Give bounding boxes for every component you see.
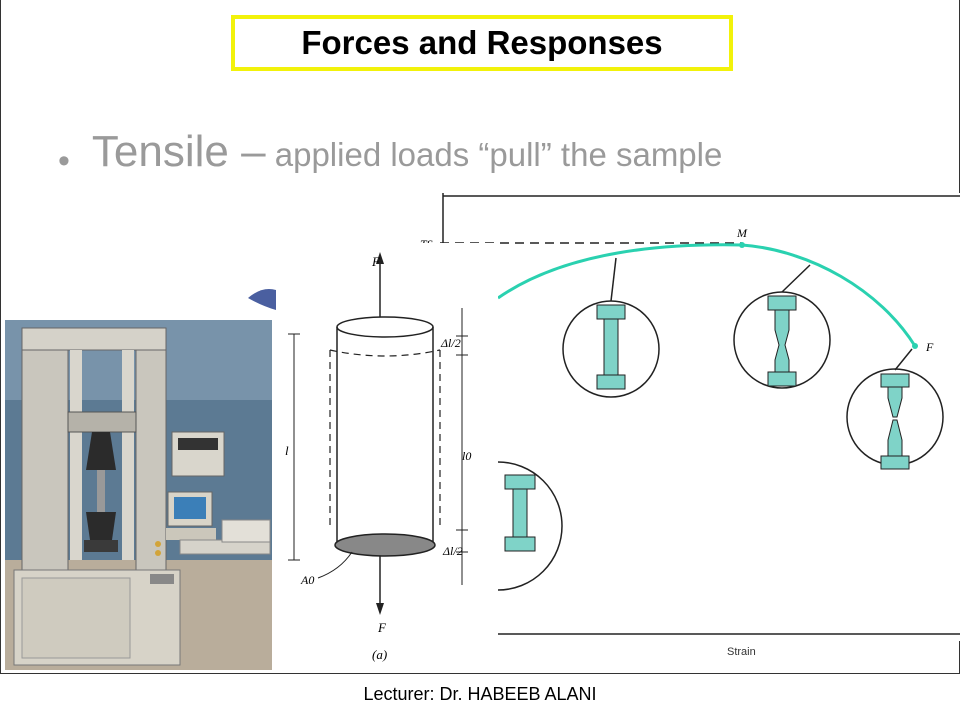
footer-lecturer: Lecturer: Dr. HABEEB ALANI (363, 684, 597, 704)
specimen-uniform (562, 257, 660, 398)
point-m-label: M (736, 226, 748, 240)
cylinder-figure: F F l Δl/2 l0 Δl/2 A0 (a) (248, 243, 498, 670)
cylinder-panel-bg (275, 243, 498, 670)
bullet-dot: • (58, 142, 70, 181)
bullet-term: Tensile – (91, 127, 266, 176)
delta-top-label: Δl/2 (440, 336, 461, 350)
area-label: A0 (300, 573, 314, 587)
point-f-marker (912, 343, 918, 349)
force-arrow-down-icon (376, 603, 384, 615)
length-label: l (285, 443, 289, 458)
force-arrow-up-icon (376, 252, 384, 264)
figure-caption: (a) (372, 647, 387, 662)
slide-title: Forces and Responses (301, 24, 663, 61)
specimen-initial (497, 461, 563, 591)
tensile-machine-photo (5, 320, 272, 670)
stress-strain-figure: TS M F Strain (420, 193, 960, 658)
specimen-fracture-pointer (894, 348, 913, 371)
title-box: Forces and Responses (231, 15, 733, 71)
strain-label: Strain (727, 646, 756, 658)
specimen-necking (733, 264, 831, 389)
bullet-description: applied loads “pull” the sample (265, 136, 723, 173)
cross-section-area (334, 533, 436, 557)
specimen-uniform-pointer (610, 257, 617, 302)
specimen-fracture (846, 348, 944, 470)
decorative-shape (248, 289, 276, 310)
bullet-tensile: • Tensile – applied loads “pull” the samp… (58, 127, 722, 181)
delta-bottom-label: Δl/2 (442, 544, 463, 558)
original-length-label: l0 (462, 449, 471, 463)
force-top-label: F (371, 254, 381, 269)
point-m-marker (739, 242, 745, 248)
specimen-necking-pointer (781, 264, 811, 293)
area-leader-line (317, 551, 353, 579)
force-bottom-label: F (377, 620, 387, 635)
point-f-label: F (925, 340, 934, 354)
